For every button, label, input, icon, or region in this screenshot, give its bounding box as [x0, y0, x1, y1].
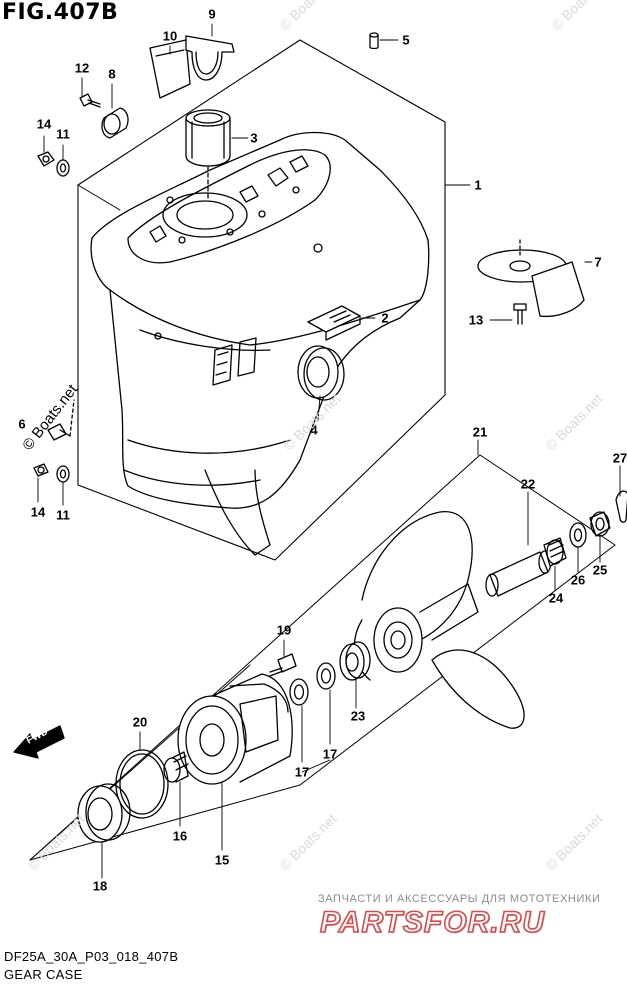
part-6-bolt — [47, 399, 75, 441]
part-12-bolt — [79, 93, 101, 108]
figure-name: GEAR CASE — [4, 967, 83, 982]
part-5-pin — [369, 32, 379, 50]
callout-24: 24 — [548, 590, 564, 606]
callout-1: 1 — [474, 177, 482, 193]
part-24-bushing — [543, 537, 567, 567]
part-16-needle-bearing — [163, 751, 189, 783]
assembly-frame — [77, 39, 446, 561]
callout-6: 6 — [18, 416, 26, 432]
callout-13: 13 — [468, 312, 484, 328]
part-14-upper-bolt — [37, 151, 55, 167]
figure-title: FIG.407B — [2, 0, 119, 25]
part-25-nut — [589, 511, 611, 537]
part-10-bracket — [149, 39, 191, 99]
callout-22: 22 — [520, 476, 536, 492]
part-13-bolt — [513, 303, 527, 325]
part-7-anode — [477, 239, 585, 318]
part-11-lower-washer — [56, 465, 70, 483]
part-18-bearing — [77, 783, 131, 843]
callout-12: 12 — [74, 60, 90, 76]
callout-14-upper: 14 — [36, 116, 52, 132]
leader-lines — [37, 23, 621, 879]
gear-case-housing — [90, 131, 430, 556]
callout-7: 7 — [594, 254, 602, 270]
part-9-bracket — [185, 35, 235, 81]
part-26-washer — [569, 522, 587, 548]
callout-16: 16 — [172, 828, 188, 844]
callout-10: 10 — [162, 28, 178, 44]
callout-17-b: 17 — [294, 764, 310, 780]
callout-23: 23 — [350, 708, 366, 724]
part-22-spacer — [485, 550, 552, 597]
callout-25: 25 — [592, 562, 608, 578]
part-19-bolt — [269, 653, 297, 677]
frame-line-left — [77, 184, 121, 211]
propeller-frame — [29, 454, 616, 861]
part-4-bearing — [297, 345, 345, 401]
callout-4: 4 — [310, 422, 318, 438]
callout-11-upper: 11 — [56, 126, 70, 142]
fwd-arrow-icon — [13, 725, 65, 759]
callout-8: 8 — [108, 66, 116, 82]
callout-14-lower: 14 — [30, 504, 46, 520]
callout-20: 20 — [132, 714, 148, 730]
part-17-seal-a — [316, 662, 336, 690]
part-27-cotter-pin — [615, 490, 627, 523]
callout-15: 15 — [214, 852, 230, 868]
callout-19: 19 — [276, 622, 292, 638]
part-11-upper-washer — [56, 159, 70, 177]
part-20-o-ring — [115, 749, 169, 819]
callout-17-a: 17 — [322, 746, 338, 762]
callout-9: 9 — [208, 6, 216, 22]
callout-5: 5 — [402, 32, 410, 48]
part-15-shaft-housing — [177, 673, 293, 785]
part-21-propeller — [353, 511, 525, 729]
callout-21: 21 — [472, 424, 488, 440]
brand-logo[interactable]: PARTSFOR.RU — [319, 905, 545, 940]
figure-code: DF25A_30A_P03_018_407B — [4, 949, 179, 964]
part-17-seal-b — [289, 678, 309, 706]
callout-3: 3 — [250, 130, 258, 146]
part-14-lower-bolt — [33, 463, 49, 477]
part-3-bushing — [185, 109, 231, 201]
callout-2: 2 — [381, 310, 389, 326]
callout-26: 26 — [570, 572, 586, 588]
part-8-grommet — [101, 107, 129, 139]
part-23-washer — [339, 641, 371, 681]
brand-tagline: ЗАПЧАСТИ И АКСЕССУАРЫ ДЛЯ МОТОТЕХНИКИ — [318, 893, 601, 905]
part-2-strainer — [307, 305, 361, 341]
callout-11-lower: 11 — [56, 507, 70, 523]
callout-27: 27 — [612, 450, 627, 466]
callout-18: 18 — [92, 878, 108, 894]
